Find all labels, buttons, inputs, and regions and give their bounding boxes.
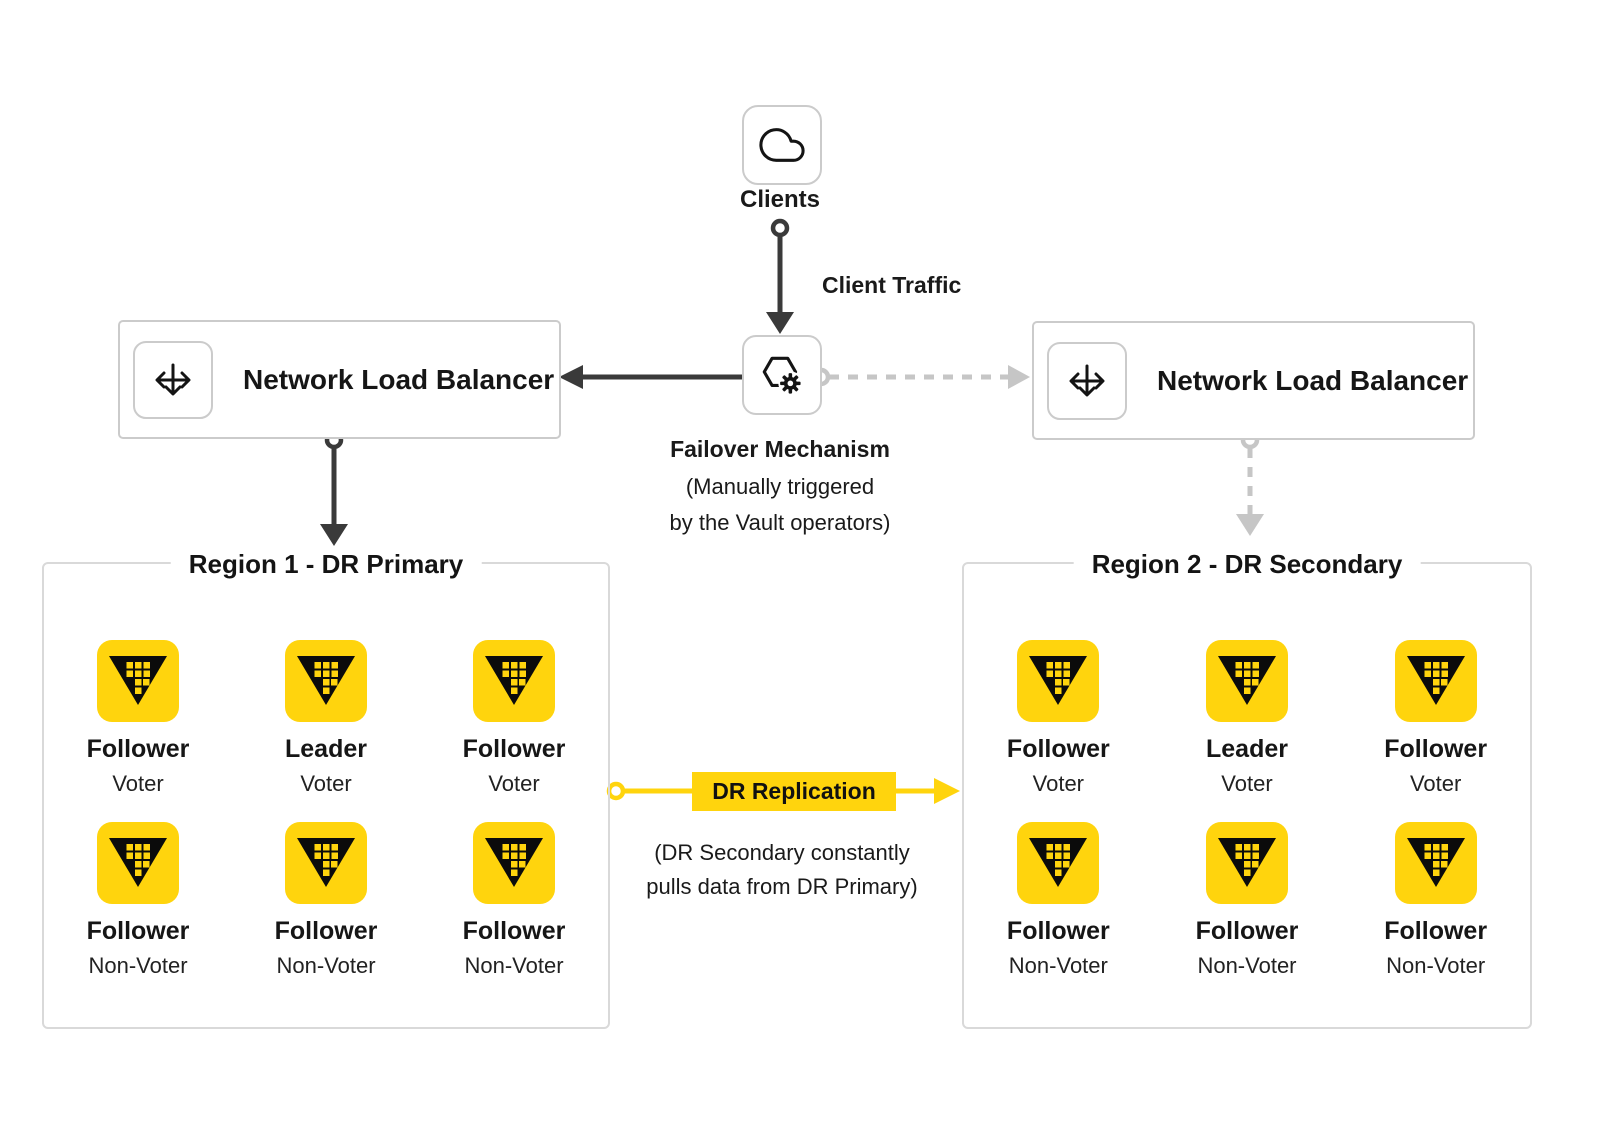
dr-replication-note-line2: pulls data from DR Primary) [646,874,918,899]
hexagon-gear-icon [758,351,806,399]
vault-icon [97,640,179,722]
failover-mechanism-box [742,335,822,415]
vault-node: Follower Voter [964,640,1153,796]
vault-icon [1206,822,1288,904]
node-role: Follower [462,917,566,945]
vault-node: Follower Non-Voter [964,822,1153,978]
failover-note-line1: (Manually triggered [685,474,875,499]
vault-icon [97,822,179,904]
vault-icon [1017,822,1099,904]
node-role: Follower [1384,735,1488,763]
node-vote: Non-Voter [276,953,376,978]
node-role: Follower [1195,917,1299,945]
node-vote: Voter [1409,771,1462,796]
vault-node: Follower Non-Voter [1153,822,1342,978]
region2-box: Region 2 - DR Secondary Follower Voter L… [962,546,1532,1029]
left-nlb-to-region1-arrow [320,430,348,546]
right-nlb-to-region2-dashed-arrow [1236,430,1264,536]
load-balancer-arrows-icon [1065,359,1109,403]
vault-node: Follower Voter [1341,640,1530,796]
node-role: Follower [86,735,190,763]
node-vote: Non-Voter [88,953,188,978]
node-role: Follower [1384,917,1488,945]
node-vote: Voter [112,771,164,796]
vault-icon [473,822,555,904]
node-role: Follower [1006,735,1110,763]
dr-replication-note-line1: (DR Secondary constantly [654,840,910,865]
vault-node: Follower Voter [420,640,608,796]
vault-icon [1017,640,1099,722]
node-vote: Voter [1221,771,1273,796]
clients-label: Clients [739,186,820,213]
node-vote: Voter [1032,771,1085,796]
vault-node: Leader Voter [1153,640,1342,796]
vault-node: Follower Non-Voter [1341,822,1530,978]
failover-to-right-nlb-dashed-arrow [811,365,1030,389]
vault-node: Follower Non-Voter [420,822,608,978]
nlb-right-label: Network Load Balancer [1157,364,1469,396]
region1-row2: Follower Non-Voter Follower Non-Voter Fo… [44,822,608,978]
node-vote: Non-Voter [1197,953,1297,978]
vault-icon [285,640,367,722]
node-vote: Non-Voter [464,953,564,978]
vault-node: Leader Voter [232,640,420,796]
network-load-balancer-left: Network Load Balancer [118,320,561,439]
region1-row1: Follower Voter Leader Voter Follower Vot… [44,640,608,796]
vault-node: Follower Voter [44,640,232,796]
region1-box: Region 1 - DR Primary Follower Voter Lea… [42,546,610,1029]
node-vote: Non-Voter [1008,953,1108,978]
nlb-left-label: Network Load Balancer [243,363,555,395]
vault-icon [473,640,555,722]
node-vote: Voter [488,771,540,796]
node-role: Follower [274,917,378,945]
failover-title: Failover Mechanism [670,436,890,462]
vault-icon [285,822,367,904]
region2-title: Region 2 - DR Secondary [1073,546,1421,582]
vault-icon [1206,640,1288,722]
load-balancer-icon-box [1047,341,1127,420]
load-balancer-arrows-icon [151,358,195,402]
client-traffic-label: Client Traffic [822,272,962,298]
vault-icon [1395,640,1477,722]
cloud-icon [759,122,805,168]
failover-to-left-nlb-arrow [559,365,763,389]
node-role: Follower [1006,917,1110,945]
network-load-balancer-right: Network Load Balancer [1032,321,1475,440]
node-role: Follower [86,917,190,945]
load-balancer-icon-box [133,340,213,419]
node-role: Leader [1206,735,1288,763]
node-role: Leader [285,735,367,763]
dr-replication-label: DR Replication [692,772,896,811]
vault-node: Follower Non-Voter [44,822,232,978]
vault-icon [1395,822,1477,904]
node-vote: Voter [300,771,352,796]
client-traffic-arrow [766,218,794,334]
failover-note-line2: by the Vault operators) [669,510,891,535]
node-vote: Non-Voter [1386,953,1486,978]
clients-box [742,105,822,185]
vault-node: Follower Non-Voter [232,822,420,978]
region1-title: Region 1 - DR Primary [170,546,482,582]
region2-row2: Follower Non-Voter Follower Non-Voter Fo… [964,822,1530,978]
node-role: Follower [462,735,566,763]
region2-row1: Follower Voter Leader Voter Follower Vot… [964,640,1530,796]
